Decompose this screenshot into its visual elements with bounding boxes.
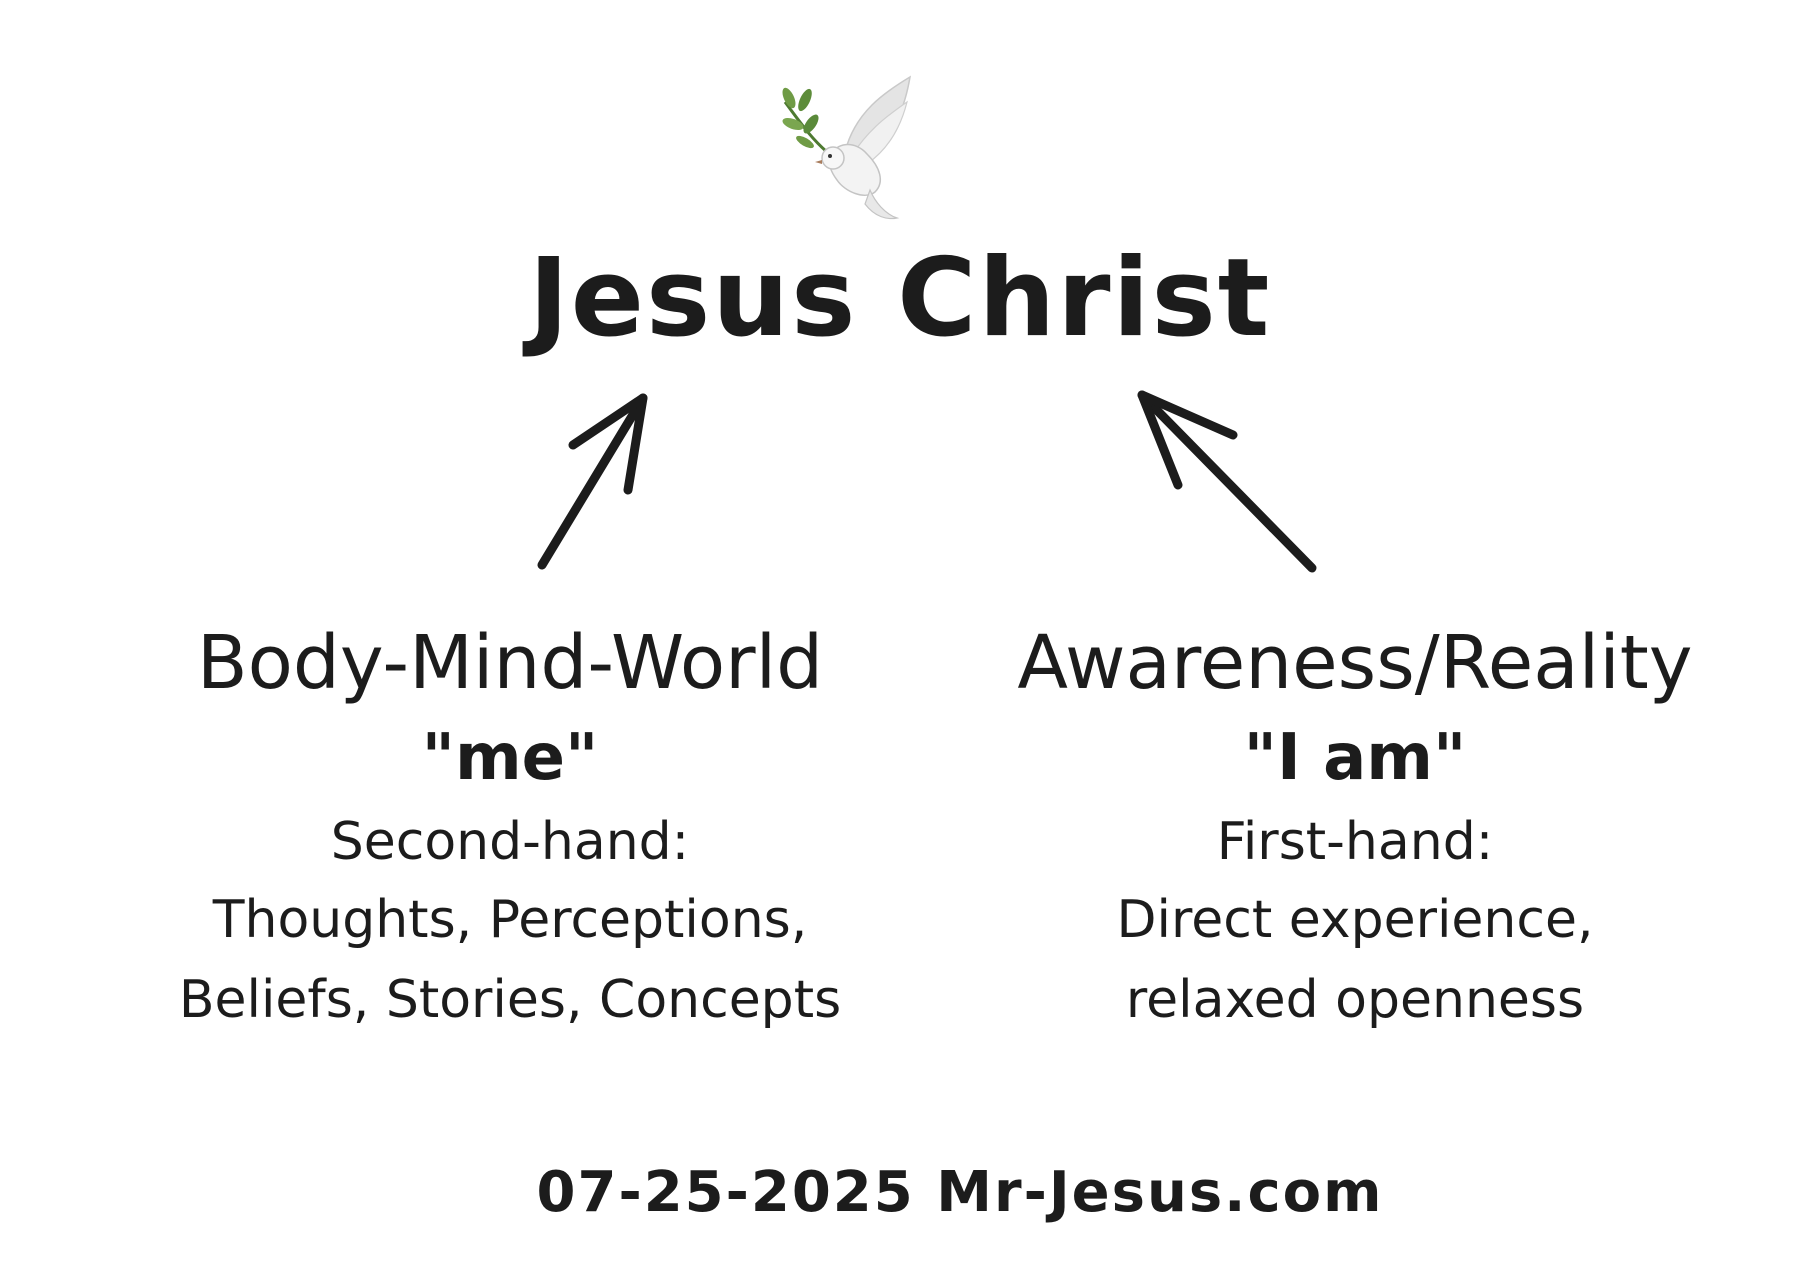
right-quote: "I am" — [1243, 721, 1467, 795]
left-heading: Body-Mind-World — [196, 620, 824, 706]
right-column: Awareness/Reality "I am" First-hand: Dir… — [960, 620, 1750, 1040]
right-line-2: relaxed openness — [1125, 970, 1585, 1030]
left-subheading: Second-hand: — [330, 812, 690, 872]
left-column: Body-Mind-World "me" Second-hand: Though… — [60, 620, 960, 1040]
left-quote: "me" — [421, 721, 599, 795]
footer-date-site: 07-25-2025 Mr-Jesus.com — [536, 1160, 1384, 1225]
right-line-1: Direct experience, — [1116, 890, 1594, 950]
left-arrow — [537, 393, 648, 570]
left-line-1: Thoughts, Perceptions, — [212, 890, 808, 950]
dove-with-olive-branch-icon — [782, 75, 912, 220]
diagram-title: Jesus Christ — [528, 236, 1272, 361]
right-heading: Awareness/Reality — [1017, 620, 1693, 706]
right-subheading: First-hand: — [1216, 812, 1494, 872]
left-line-2: Beliefs, Stories, Concepts — [178, 970, 842, 1030]
right-arrow — [1137, 390, 1317, 573]
